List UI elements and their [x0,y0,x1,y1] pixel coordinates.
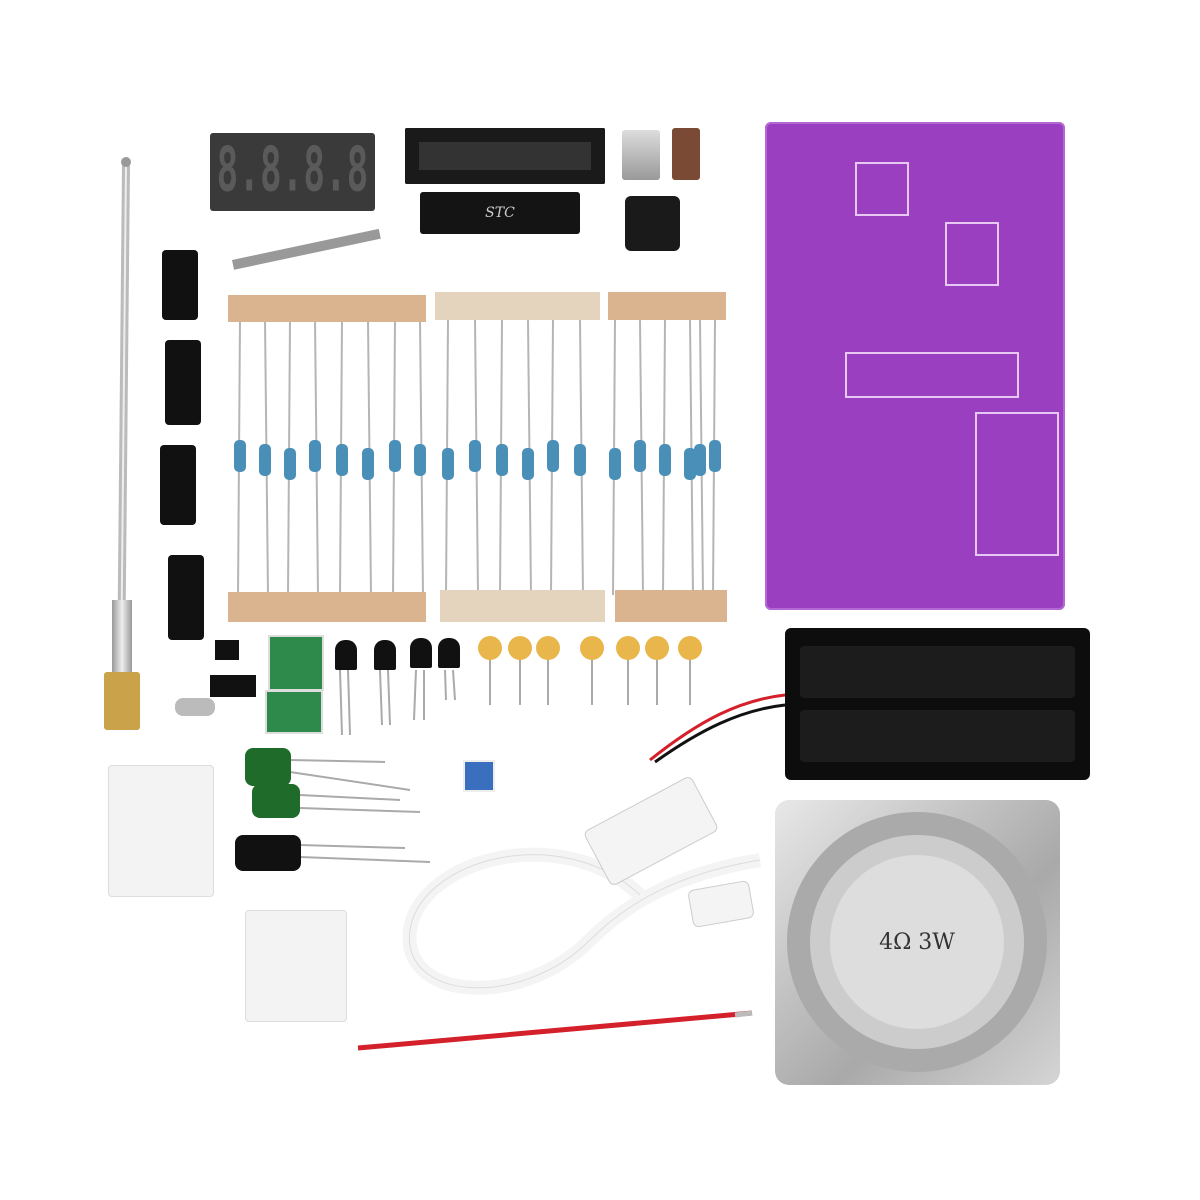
tactile-button [160,445,196,525]
resistor-body [547,440,559,472]
electrolytic-capacitor [252,784,300,818]
resistor-body [522,448,534,480]
resistor-body [336,444,348,476]
antenna-rod-highlight [120,164,127,681]
electrolytic-capacitor [235,835,301,871]
resistor-tape [615,590,727,622]
battery-slot [800,646,1075,698]
ceramic-capacitor [678,636,702,660]
resistor-body [609,448,621,480]
tactile-button [168,555,204,640]
pcb-ic-footprint [845,352,1019,398]
battery-holder [785,628,1090,780]
resistor-tape [440,590,605,622]
resistors [234,319,721,596]
ceramic-capacitor [508,636,532,660]
resistor-body [709,440,721,472]
resistor-tape [608,292,726,320]
resistor-body [442,448,454,480]
foam-pad [108,765,214,897]
resistor-body [389,440,401,472]
pcb-chip-footprint [945,222,999,286]
antenna-tip [121,157,131,167]
transistor [438,638,460,668]
ceramic-capacitor [536,636,560,660]
resistor-body [659,444,671,476]
resistor-body [574,444,586,476]
resistor-body [469,440,481,472]
mcu-chip: STC [420,192,580,234]
resistor-body [259,444,271,476]
resistor-body [284,448,296,480]
resistor-body [694,444,706,476]
ceramic-capacitor [616,636,640,660]
antenna-brass-mount [104,672,140,730]
resistor-body [634,440,646,472]
transistor [410,638,432,668]
battery-wire-black [654,703,786,764]
electrolytic-leads [289,759,431,863]
audio-jack [625,196,680,251]
transistor [374,640,396,670]
ceramic-capacitor [478,636,502,660]
red-wire [357,1010,753,1051]
purple-pcb [765,122,1065,610]
resistor-tape [228,592,426,622]
seven-segment-digits: 8.8.8.8 [216,136,369,206]
pcb-display-footprint [975,412,1059,556]
tactile-button [162,250,198,320]
resistor-tape [228,295,426,322]
transistor [335,640,357,670]
speaker-magnet: 4Ω 3W [830,855,1004,1029]
speaker: 4Ω 3W [775,800,1060,1085]
slide-switch [672,128,700,180]
resistor-body [362,448,374,480]
micro-usb-socket [622,130,660,180]
resistor-body [309,440,321,472]
header-pins [232,228,381,270]
speaker-rating-label: 4Ω 3W [879,929,955,955]
foam-pad [245,910,347,1022]
resistor-body [234,440,246,472]
tactile-button [165,340,201,425]
screw [175,698,215,716]
ceramic-capacitors [478,636,702,705]
small-chip [215,640,239,660]
battery-slot [800,710,1075,762]
resistor-body [684,448,696,480]
small-chip [210,675,256,697]
seven-segment-display: 8.8.8.8 [210,133,375,211]
red-wire-tip [734,1010,753,1018]
ceramic-capacitor [580,636,604,660]
usb-cable-edge [409,854,761,989]
resistor-body [414,444,426,476]
potentiometer [463,760,495,792]
battery-wire-red [649,693,786,762]
antenna-base [112,600,132,680]
green-module [268,635,324,691]
resistor-body [496,444,508,476]
ceramic-capacitor [645,636,669,660]
green-module [265,690,323,734]
resistor-tape [435,292,600,320]
pcb-module-footprint [855,162,909,216]
transistor-leads [339,669,456,736]
ic-socket [405,128,605,184]
electrolytic-capacitor [245,748,291,786]
